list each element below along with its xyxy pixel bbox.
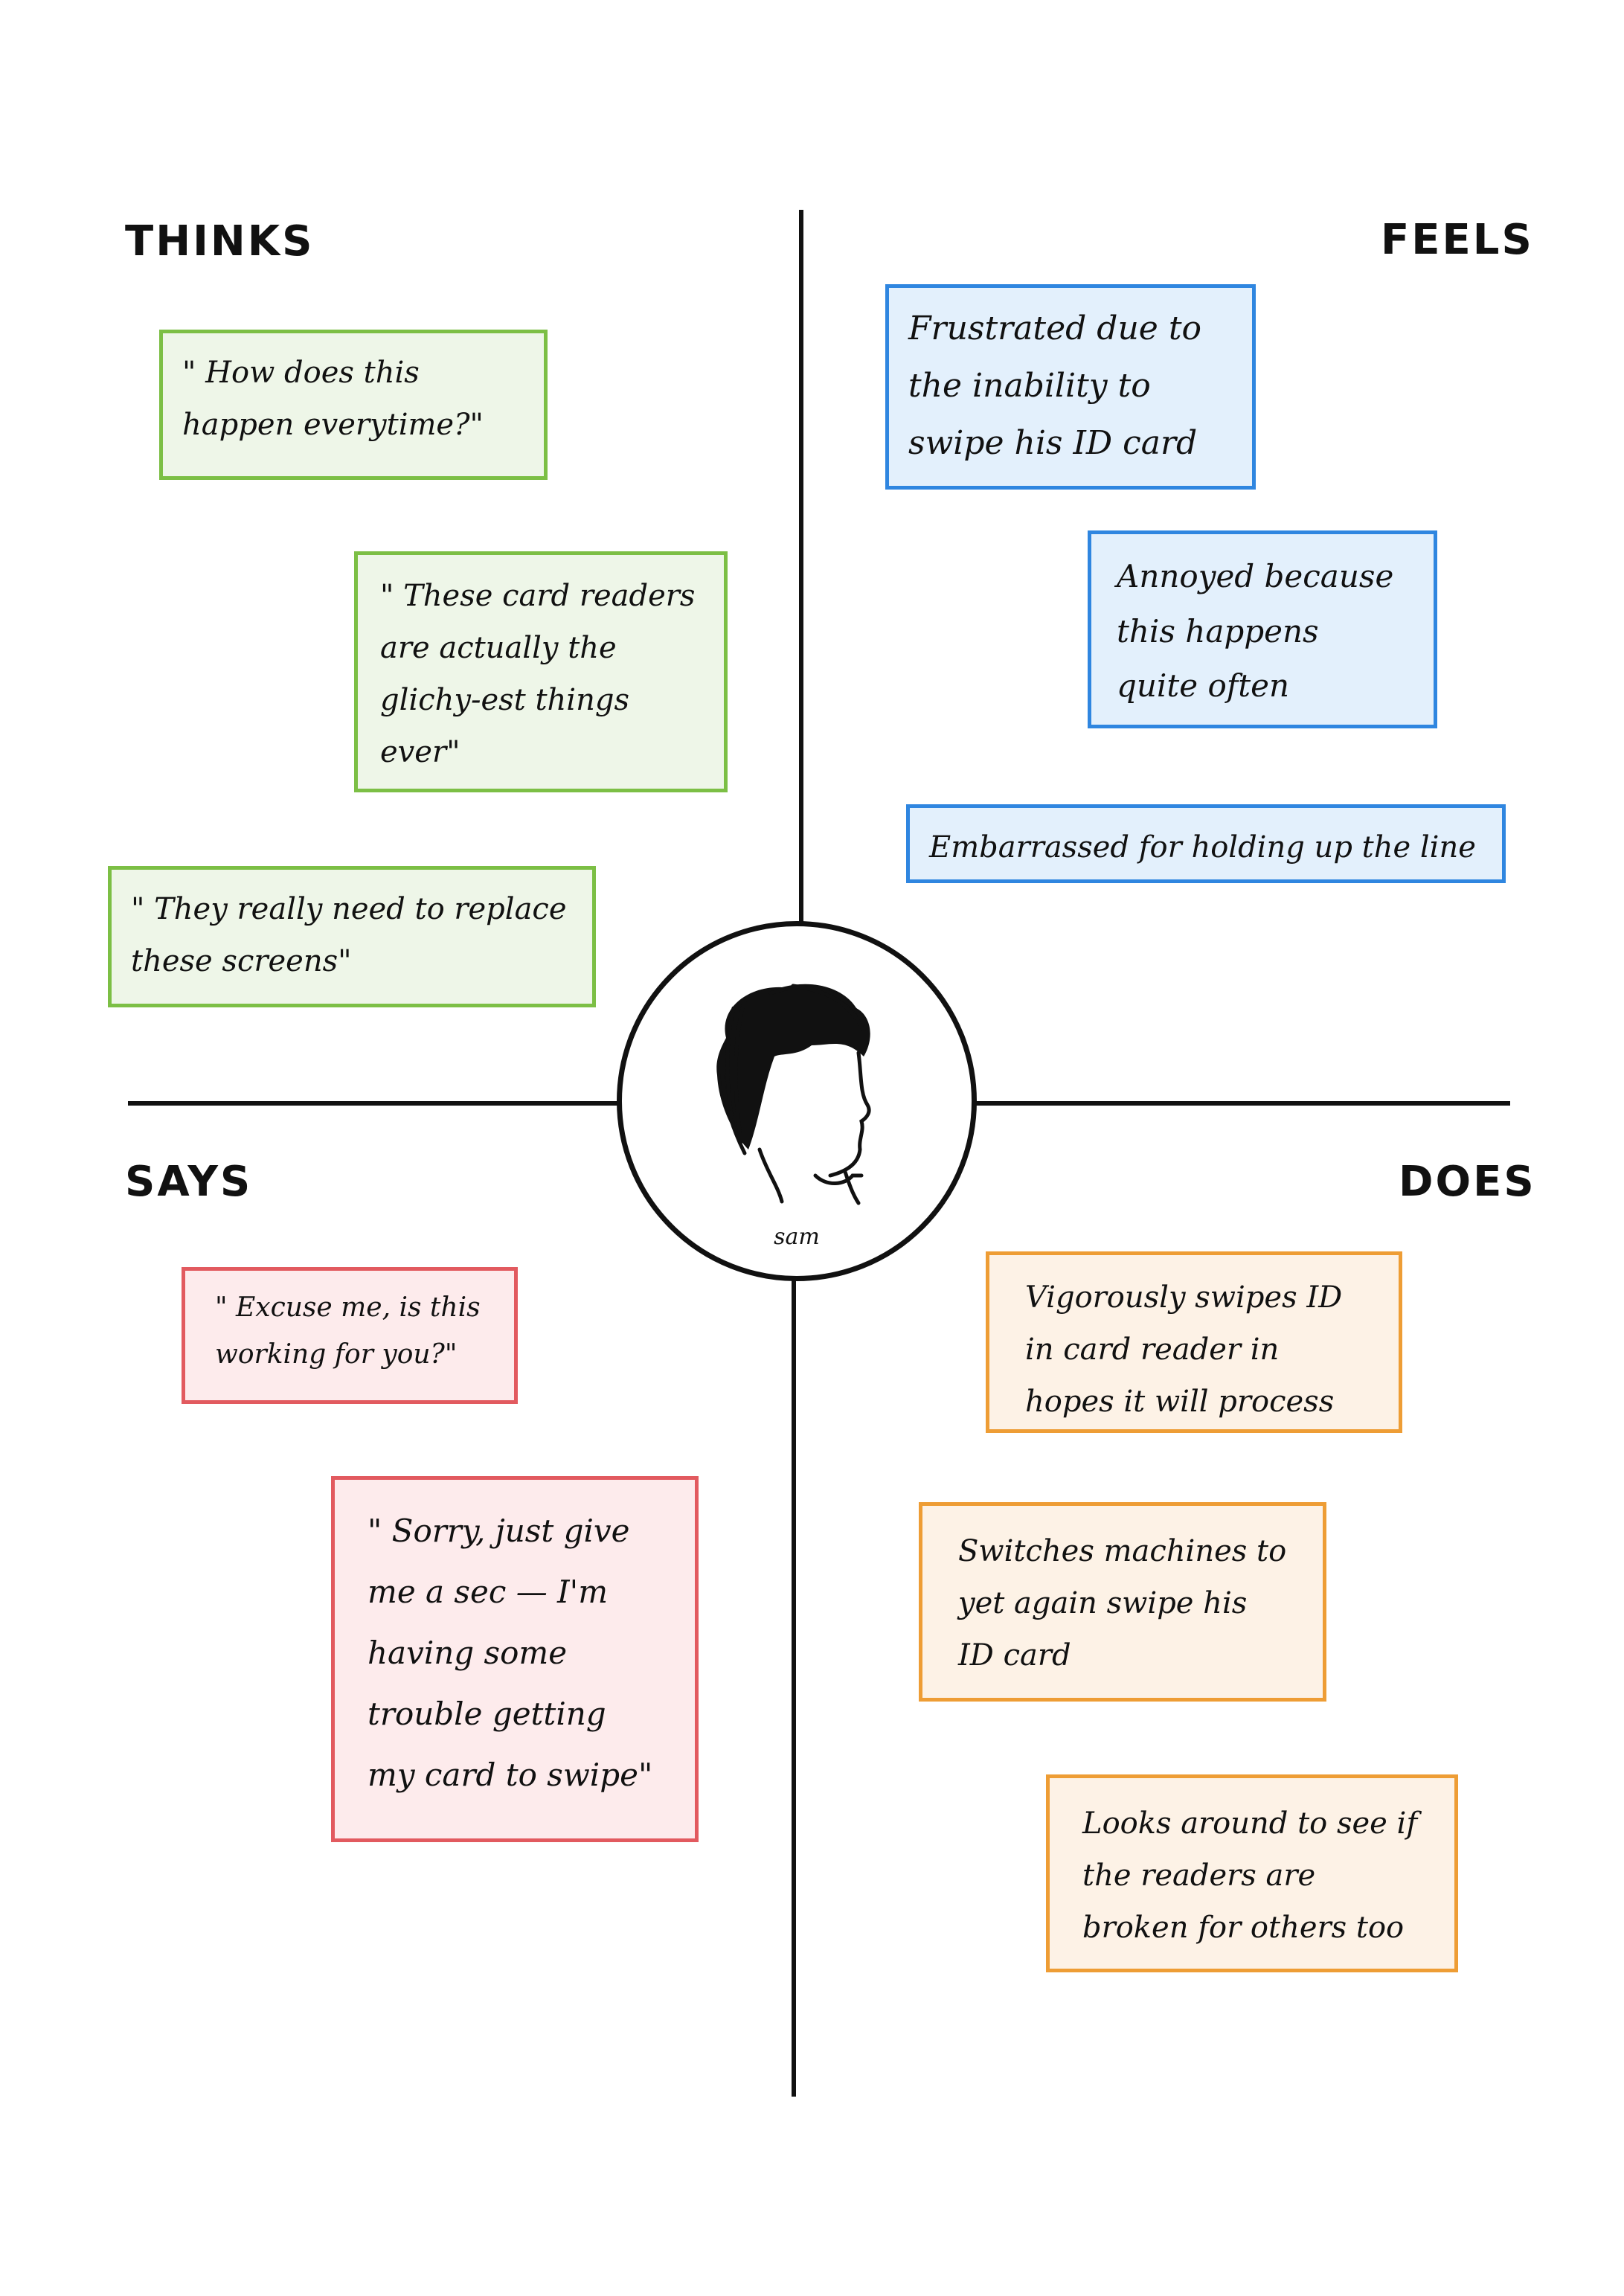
feels-note: Embarrassed for holding up the line <box>906 804 1506 883</box>
thinks-note: " These card readers are actually the gl… <box>354 551 728 792</box>
persona-avatar: sam <box>617 921 977 1281</box>
says-note: " Sorry, just give me a sec — I'm having… <box>331 1476 699 1842</box>
persona-name: sam <box>774 1224 820 1250</box>
feels-note: Annoyed because this happens quite often <box>1088 530 1437 728</box>
does-note: Vigorously swipes ID in card reader in h… <box>986 1251 1402 1433</box>
thinks-note: " They really need to replace these scre… <box>108 866 596 1007</box>
does-label: DOES <box>1399 1158 1536 1206</box>
person-head-icon <box>716 984 871 1205</box>
feels-note: Frustrated due to the inability to swipe… <box>885 284 1256 490</box>
horizontal-axis-left <box>128 1101 619 1106</box>
says-note: " Excuse me, is this working for you?" <box>182 1267 518 1404</box>
does-note: Looks around to see if the readers are b… <box>1046 1774 1458 1972</box>
thinks-note: " How does this happen everytime?" <box>159 330 548 480</box>
feels-label: FEELS <box>1381 216 1534 264</box>
says-label: SAYS <box>125 1158 253 1206</box>
vertical-axis-top <box>799 210 803 924</box>
thinks-label: THINKS <box>125 217 315 266</box>
horizontal-axis-right <box>975 1101 1510 1106</box>
vertical-axis-bottom <box>792 1278 796 2097</box>
does-note: Switches machines to yet again swipe his… <box>919 1502 1326 1702</box>
